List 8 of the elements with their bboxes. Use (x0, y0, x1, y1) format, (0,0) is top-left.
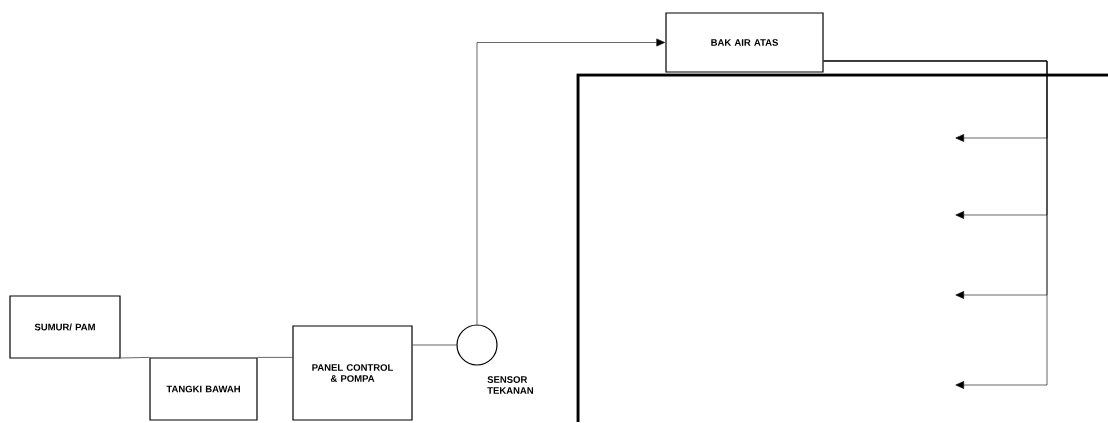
process-box: TANGKI BAWAH (149, 357, 258, 421)
process-box: PANEL CONTROL & POMPA (292, 325, 413, 421)
process-box: BAK AIR ATAS (665, 12, 824, 73)
process-box: SUMUR/ PAM (9, 295, 121, 359)
arrow (823, 60, 1048, 389)
sensor-label: SENSOR TEKANAN (487, 376, 533, 394)
sensor-circle (456, 324, 498, 366)
arrow (476, 38, 665, 325)
